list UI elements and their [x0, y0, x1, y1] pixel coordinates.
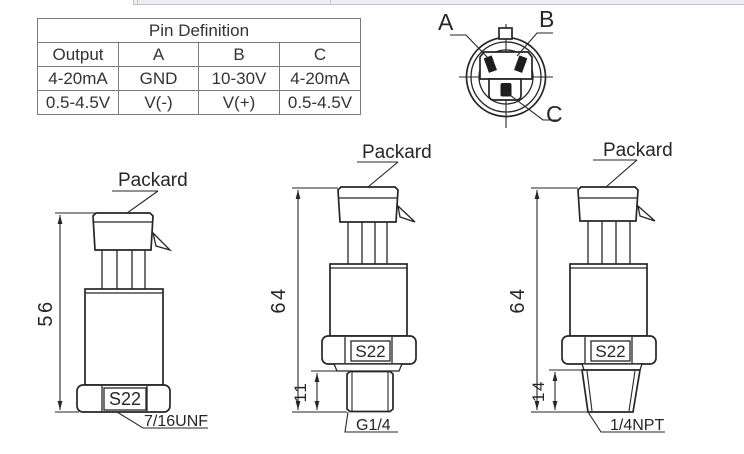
cell-b-vplus: V(+) [198, 90, 280, 115]
cell-a-vminus: V(-) [118, 90, 199, 115]
packard-label: Packard [362, 142, 432, 163]
pin-c-leader [505, 91, 558, 121]
thread-leader [116, 411, 208, 429]
remnant-divider [330, 0, 331, 4]
thread-relief-line [586, 370, 593, 412]
thread-label: 7/16UNF [144, 413, 208, 430]
hex-size-box [590, 340, 631, 362]
connector-cap [577, 186, 639, 222]
sensor-view-g14: Packard S22 64 [268, 142, 432, 434]
height-dim-label: 64 [268, 286, 290, 313]
thread-leader [587, 411, 665, 433]
cell-output-420: 4-20mA [37, 66, 119, 91]
pin-a-leader [450, 34, 490, 60]
cap-lock-tab [151, 230, 173, 252]
thread-stud [346, 370, 394, 413]
connector-bore-ring [478, 49, 534, 105]
thread-stud-tapered [581, 369, 642, 413]
pin-definition-table: Pin Definition Output A B C 4-20mA GND 1… [37, 18, 361, 115]
sensor-view-14npt: Packard S22 64 [507, 140, 673, 434]
packard-leader [126, 190, 159, 214]
stud-dim-label: 11 [291, 382, 310, 403]
hex-size-label: S22 [355, 342, 385, 361]
thread-relief-line [628, 370, 636, 412]
cap-lock-tab [397, 204, 416, 223]
packard-label: Packard [603, 140, 673, 161]
sensor-body [569, 263, 648, 337]
col-header-c: C [279, 42, 361, 67]
connector-key-tab [498, 27, 513, 40]
thread-leader [344, 411, 398, 433]
connector-inner-ring [470, 41, 542, 113]
cap-lock-tab [636, 204, 656, 222]
stud-dim-label: 14 [529, 380, 548, 402]
pin-c-label: C [546, 101, 563, 127]
pin-b-label: B [539, 6, 554, 32]
cell-a-gnd: GND [118, 66, 199, 91]
sensor-body [84, 288, 164, 386]
pin-a-contact [483, 55, 497, 73]
sensor-view-716unf: Packard S22 56 7/16UNF [35, 170, 208, 430]
pin-b-leader [516, 32, 553, 57]
table-row: 0.5-4.5V V(-) V(+) 0.5-4.5V [37, 90, 361, 115]
hex-size-box [103, 387, 147, 411]
hex-size-label: S22 [595, 342, 625, 361]
col-header-b: B [198, 42, 280, 67]
table-title-row: Pin Definition [37, 18, 361, 43]
thread-label: 1/4NPT [610, 417, 664, 434]
thread-washer [333, 363, 403, 372]
connector-cap [337, 186, 399, 223]
table-row: 4-20mA GND 10-30V 4-20mA [37, 66, 361, 91]
col-header-output: Output [37, 42, 119, 67]
remnant-divider [137, 0, 138, 4]
connector-cap [92, 212, 154, 251]
pin-c-contact [500, 83, 512, 97]
hex-size-box [350, 340, 391, 362]
cell-c-0545: 0.5-4.5V [279, 90, 361, 115]
sensor-body [329, 263, 408, 337]
col-header-a: A [118, 42, 199, 67]
hex-size-label: S22 [109, 389, 141, 409]
thread-washer [581, 363, 643, 371]
cell-c-420: 4-20mA [279, 66, 361, 91]
cropped-table-remnant [133, 0, 744, 5]
height-dim-label: 64 [507, 286, 529, 313]
table-title: Pin Definition [37, 18, 361, 43]
pin-b-contact [514, 55, 528, 73]
packard-label: Packard [118, 170, 188, 191]
pin-a-label: A [438, 9, 454, 35]
thread-label: G1/4 [356, 417, 391, 434]
packard-leader [605, 159, 638, 188]
cell-output-0545: 0.5-4.5V [37, 90, 119, 115]
packard-leader [367, 161, 399, 188]
connector-pinout-diagram: A B C [438, 6, 563, 128]
table-header-row: Output A B C [37, 42, 361, 67]
cell-b-1030: 10-30V [198, 66, 280, 91]
height-dim-label: 56 [35, 299, 57, 326]
